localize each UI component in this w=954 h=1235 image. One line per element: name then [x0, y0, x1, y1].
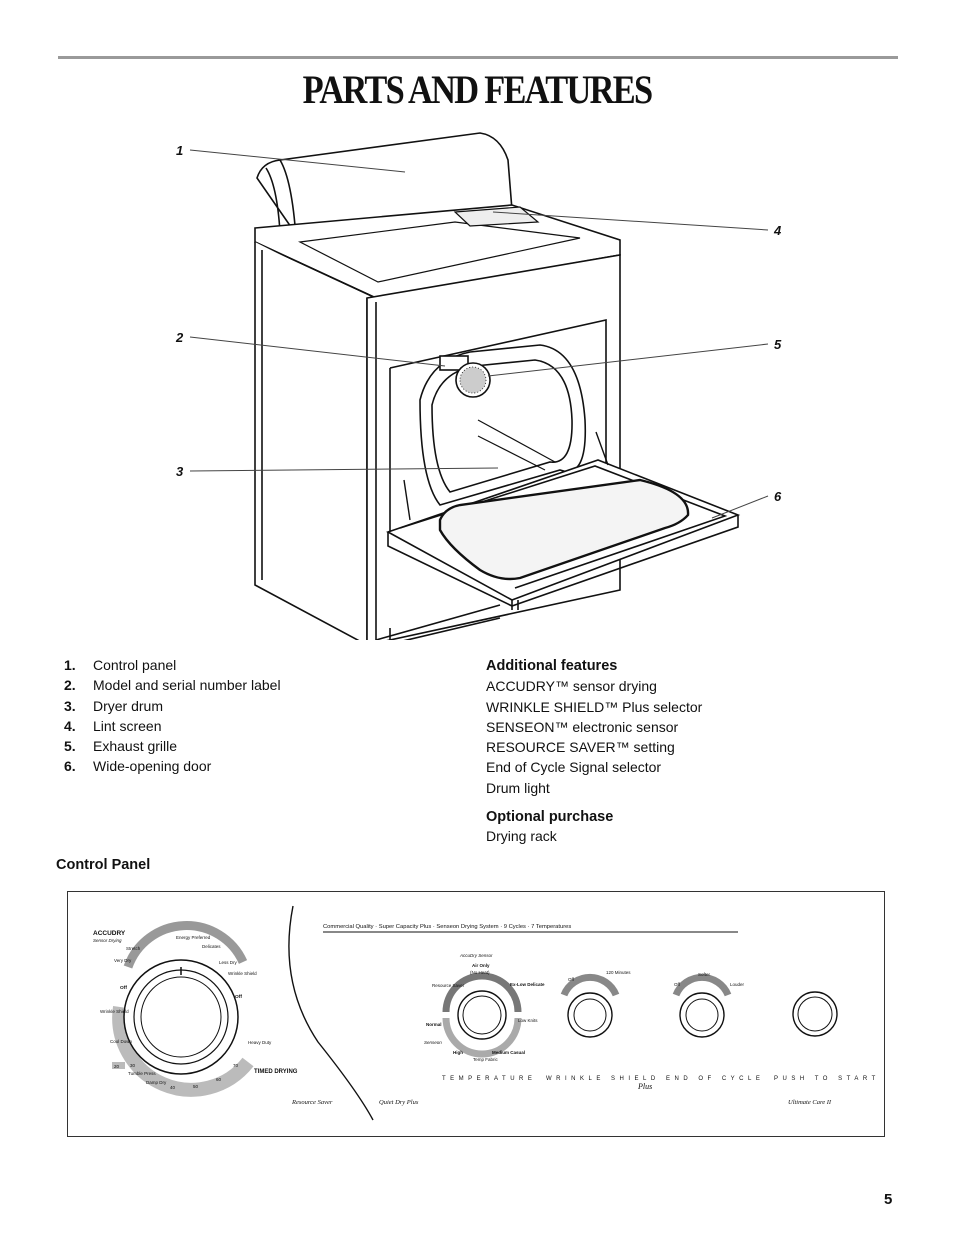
temp-label: Normal — [426, 1022, 442, 1027]
callout-2: 2 — [176, 330, 184, 345]
panel-banner: Commercial Quality · Super Capacity Plus… — [323, 924, 571, 930]
cycle-label: Wrinkle Shield — [100, 1009, 129, 1014]
page-number: 5 — [884, 1191, 893, 1208]
temp-label: AccuDry Sensor — [459, 953, 493, 958]
list-item: 1.Control panel — [64, 657, 177, 673]
cycle-label: Very Dry — [114, 958, 132, 963]
list-item: RESOURCE SAVER™ setting — [486, 739, 675, 756]
list-item: 3.Dryer drum — [64, 697, 164, 714]
cycle-label: Cool Down — [110, 1039, 133, 1044]
timed-badge — [112, 1062, 125, 1069]
start-button[interactable] — [792, 991, 838, 1037]
list-item: 6.Wide-opening door — [64, 758, 212, 775]
endcycle-label: Louder — [730, 982, 745, 987]
control-panel-heading: Control Panel — [56, 857, 151, 873]
cycle-label: Delicates — [202, 944, 221, 949]
top-rule — [58, 56, 898, 59]
list-item: 2.Model and serial number label — [64, 677, 281, 694]
temp-label: Air Only — [472, 963, 490, 968]
temperature-title: TEMPERATURE — [442, 1076, 536, 1082]
list-item: Drum light — [486, 779, 550, 796]
footer-label: Resource Saver — [291, 1099, 333, 1106]
start-title: PUSH TO START — [774, 1076, 880, 1082]
wrinkle-label: 120 Minutes — [606, 970, 631, 975]
cycle-label: Less Dry — [219, 960, 238, 965]
wrinkle-label: Off — [568, 977, 575, 982]
temp-label: Temp Fabric — [473, 1057, 499, 1062]
temp-label: Senseon — [424, 1040, 442, 1045]
page-title: PARTS AND FEATURES — [302, 67, 654, 112]
callout-5: 5 — [774, 337, 782, 352]
temp-label: Low Knits — [518, 1018, 538, 1023]
accudry-sub: Sensor Drying — [93, 938, 122, 943]
cycle-label: Tumble Press — [128, 1071, 156, 1076]
optional-purchase: Optional purchase Drying rack — [486, 808, 613, 846]
temp-label: High — [453, 1050, 463, 1055]
temp-label: (No Heat) — [470, 970, 490, 975]
cycle-label: 30 — [130, 1063, 136, 1068]
footer-label: Ultimate Care II — [788, 1099, 832, 1106]
cycle-label: Off — [235, 994, 242, 1000]
section-heading: Optional purchase — [486, 809, 614, 825]
wrinkle-plus: Plus — [637, 1082, 652, 1091]
temp-label: Resource Saver — [432, 983, 465, 988]
endcycle-label: Off — [674, 982, 681, 987]
dryer-illustration — [189, 132, 769, 640]
list-item: 5.Exhaust grille — [64, 738, 178, 755]
cycle-label: Heavy Duty — [248, 1040, 272, 1045]
additional-features: Additional features ACCUDRY™ sensor dryi… — [486, 656, 702, 798]
control-panel-figure: Commercial Quality · Super Capacity Plus… — [67, 891, 885, 1137]
callout-3: 3 — [176, 464, 184, 479]
wrinkle-title: WRINKLE SHIELD — [546, 1076, 660, 1082]
callout-4: 4 — [774, 223, 782, 238]
list-item: End of Cycle Signal selector — [486, 759, 662, 776]
control-panel-drawing: Commercial Quality · Super Capacity Plus… — [93, 905, 880, 1121]
list-item: 4.Lint screen — [64, 717, 162, 734]
cycle-label: 70 — [233, 1063, 239, 1068]
accudry-brand: ACCUDRY — [93, 930, 126, 937]
cycle-label: Damp Dry — [146, 1080, 167, 1085]
cycle-label: 60 — [216, 1077, 222, 1082]
list-item: WRINKLE SHIELD™ Plus selector — [486, 698, 703, 715]
callout-1: 1 — [176, 143, 184, 158]
timed-drying-label: TIMED DRYING — [254, 1069, 298, 1075]
cycle-label: Off — [120, 985, 127, 991]
footer-label: Quiet Dry Plus — [379, 1099, 419, 1106]
cycle-label: 50 — [193, 1084, 199, 1089]
cycle-label: Energy Preferred — [176, 935, 211, 940]
cycle-label: Wrinkle Shield — [228, 971, 257, 976]
section-heading: Additional features — [486, 658, 618, 674]
parts-list: 1.Control panel 2.Model and serial numbe… — [64, 655, 281, 777]
cycle-label: 40 — [170, 1085, 176, 1090]
list-item: ACCUDRY™ sensor drying — [486, 678, 657, 695]
temp-label: Ex-Low Delicate — [510, 982, 545, 987]
temp-label: Medium Casual — [492, 1050, 525, 1055]
endcycle-title: END OF CYCLE — [666, 1076, 764, 1082]
cycle-label: 20 — [114, 1064, 120, 1069]
list-item: Drying rack — [486, 828, 557, 844]
callout-6: 6 — [774, 489, 782, 504]
endcycle-label: Softer — [698, 972, 711, 977]
list-item: SENSEON™ electronic sensor — [486, 718, 679, 735]
cycle-label: Stretch — [126, 946, 141, 951]
